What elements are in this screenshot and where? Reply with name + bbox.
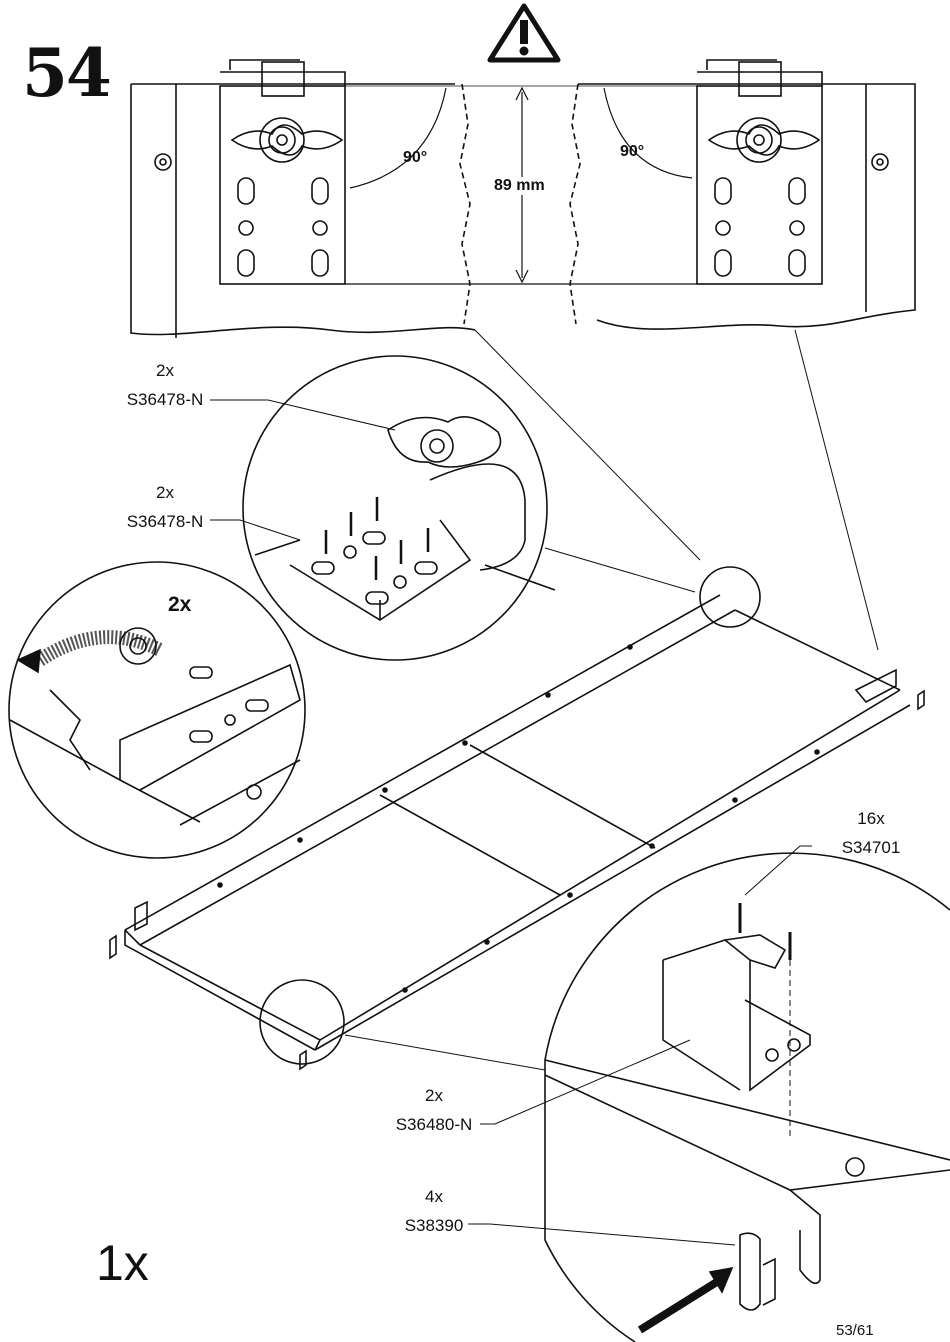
callout-qty: 2x <box>156 483 174 502</box>
zoom-circle-endcap <box>344 852 950 1342</box>
mount-bracket-right <box>696 59 823 285</box>
zoom-circle-camlock <box>8 561 306 859</box>
top-detail-view <box>130 83 916 338</box>
callout-part: S38390 <box>404 1216 464 1235</box>
callout-4: 16x S34701 <box>832 810 910 856</box>
callout-part: S36480-N <box>395 1115 473 1134</box>
callout-1: 2x S36478-N <box>120 362 210 408</box>
callout-3: 2x <box>168 594 191 615</box>
step-number: 54 <box>22 34 112 112</box>
callout-qty: 2x <box>168 593 192 616</box>
angle-label-left: 90° <box>403 149 428 166</box>
angle-label-right: 90° <box>620 143 645 160</box>
callout-part: S34701 <box>841 838 901 857</box>
assembly-quantity: 1x <box>96 1235 149 1291</box>
callout-5: 2x S36480-N <box>388 1087 480 1133</box>
callout-qty: 16x <box>857 809 885 828</box>
callout-6: 4x S38390 <box>398 1188 470 1234</box>
leader-lines <box>210 399 812 1246</box>
callout-part: S36478-N <box>126 512 204 531</box>
page-number: 53/61 <box>836 1322 874 1339</box>
warning-triangle-icon <box>487 3 561 63</box>
rail-assembly <box>109 566 925 1071</box>
callout-part: S36478-N <box>126 390 204 409</box>
callout-qty: 2x <box>425 1086 443 1105</box>
spacing-label: 89 mm <box>492 177 547 195</box>
callout-qty: 4x <box>425 1187 443 1206</box>
dimension-lines <box>345 85 697 285</box>
callout-2: 2x S36478-N <box>120 484 210 530</box>
zoom-circle-bracket <box>242 355 696 661</box>
callout-qty: 2x <box>156 361 174 380</box>
mount-bracket-left <box>219 59 346 285</box>
